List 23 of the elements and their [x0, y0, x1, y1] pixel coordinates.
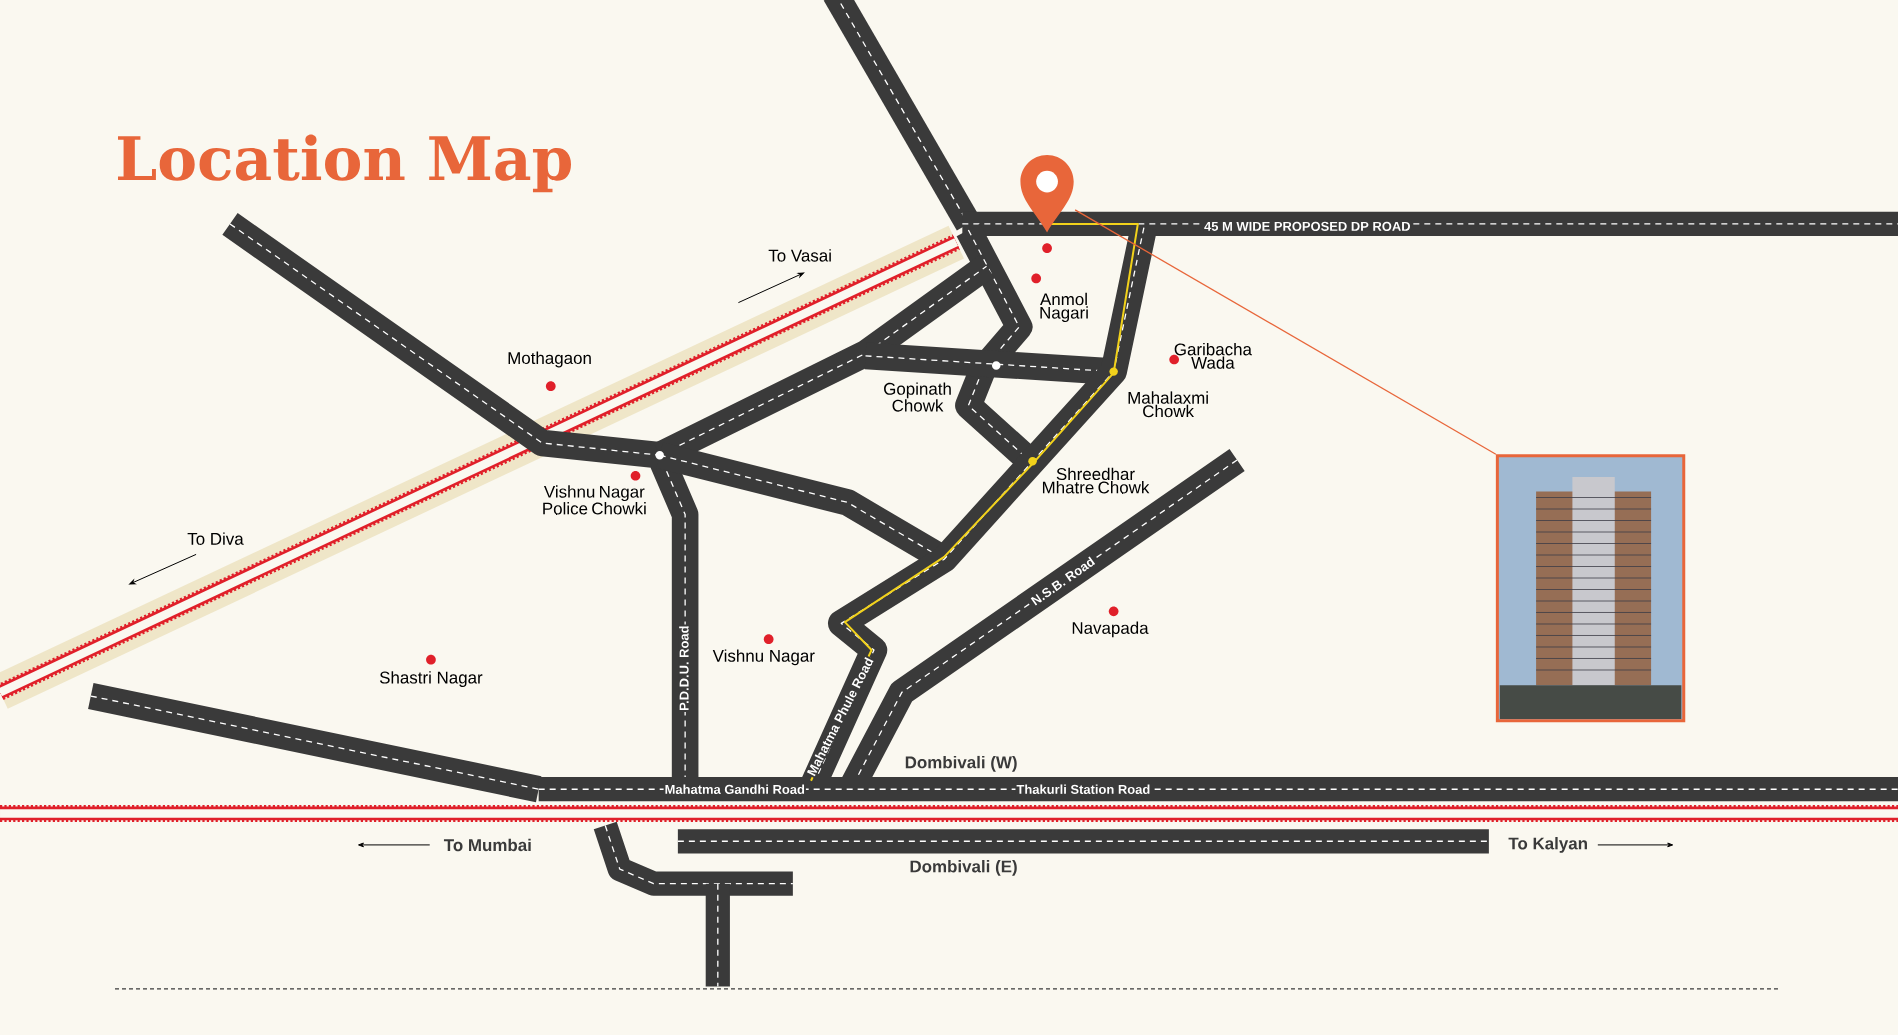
place-label: Shreedhar Mhatre Chowk: [1042, 467, 1150, 494]
place-label: Shastri Nagar: [379, 671, 483, 687]
road-label: 45 M WIDE PROPOSED DP ROAD: [1203, 220, 1412, 232]
map-pin-icon: [1020, 155, 1074, 233]
place-label: Garibacha Wada: [1174, 343, 1252, 369]
area-label: To Mumbai: [443, 838, 531, 852]
place-label: To Diva: [187, 532, 244, 545]
building-photo: [1495, 454, 1686, 723]
place-label: Vishnu Nagar Police Chowki: [543, 485, 646, 515]
place-label: To Vasai: [768, 249, 831, 262]
road-label: Thakurli Station Road: [1015, 783, 1152, 795]
place-label: Mothagaon: [508, 351, 591, 368]
place-label: Navapada: [1072, 621, 1149, 638]
title: Location Map: [118, 134, 571, 193]
area-label: Dombivali (E): [910, 860, 1017, 876]
place-label: Mahalaxmi Chowk: [1128, 391, 1208, 418]
place-label: Gopinath Chowk: [884, 382, 951, 412]
road-label: Mahatma Gandhi Road: [663, 783, 806, 795]
area-label: Dombivali (W): [905, 755, 1017, 772]
area-label: To Kalyan: [1508, 837, 1587, 853]
place-label: Anmol Nagari: [1040, 292, 1088, 323]
leader-line: [1074, 209, 1497, 455]
road-label: P.D.D.U. Road: [678, 624, 690, 712]
